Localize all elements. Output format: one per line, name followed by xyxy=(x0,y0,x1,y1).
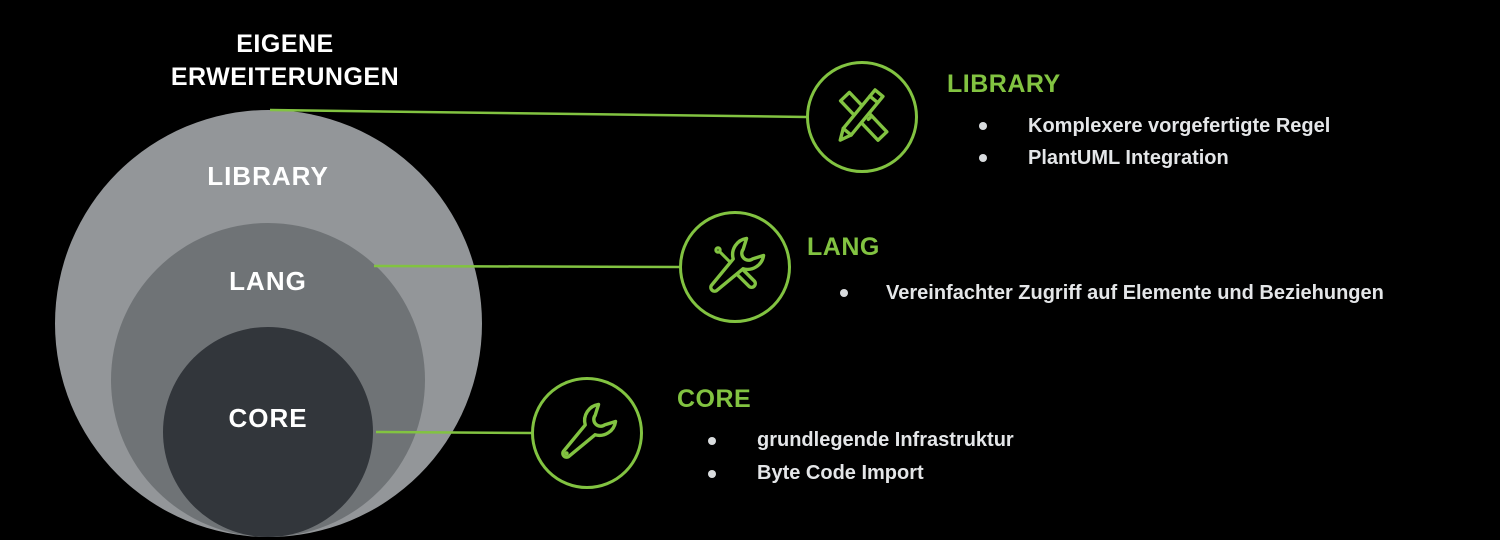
screwdriver-wrench-icon xyxy=(709,236,766,293)
bullet-dot xyxy=(708,436,716,445)
section-heading-lang: LANG xyxy=(807,233,880,261)
connector-line-library xyxy=(269,108,808,119)
core-bullet-list: grundlegende Infrastruktur Byte Code Imp… xyxy=(708,424,1014,490)
venn-label-library: LIBRARY xyxy=(207,161,329,191)
bullet-text: Vereinfachter Zugriff auf Elemente und B… xyxy=(886,281,1384,304)
bullet-dot xyxy=(708,469,716,478)
section-heading-core: CORE xyxy=(677,385,752,413)
core-icon-circle xyxy=(531,377,643,489)
list-item: Komplexere vorgefertigte Regel xyxy=(979,110,1330,142)
venn-label-lang: LANG xyxy=(229,266,307,296)
bullet-text: PlantUML Integration xyxy=(1028,146,1229,169)
bullet-dot xyxy=(979,154,987,162)
bullet-text: grundlegende Infrastruktur xyxy=(757,429,1014,451)
library-bullet-list: Komplexere vorgefertigte Regel PlantUML … xyxy=(979,110,1330,174)
diagram-title-line1: EIGENE xyxy=(236,30,334,58)
diagram-title-line2: ERWEITERUNGEN xyxy=(170,63,400,91)
pencil-ruler-icon xyxy=(838,88,889,142)
wrench-icon xyxy=(561,402,618,459)
diagram-title: EIGENE ERWEITERUNGEN xyxy=(150,28,420,94)
bullet-dot xyxy=(979,122,987,130)
bullet-text: Komplexere vorgefertigte Regel xyxy=(1028,114,1331,137)
venn-circle-core xyxy=(163,327,373,537)
lang-bullet-list: Vereinfachter Zugriff auf Elemente und B… xyxy=(840,277,1384,309)
list-item: grundlegende Infrastruktur xyxy=(708,424,1014,457)
list-item: PlantUML Integration xyxy=(979,142,1330,174)
bullet-dot xyxy=(840,289,848,297)
venn-label-core: CORE xyxy=(228,403,308,433)
lang-icon-circle xyxy=(679,211,791,323)
bullet-text: Byte Code Import xyxy=(757,462,924,484)
list-item: Vereinfachter Zugriff auf Elemente und B… xyxy=(840,277,1384,309)
library-icon-circle xyxy=(806,61,918,173)
list-item: Byte Code Import xyxy=(708,457,1014,490)
section-heading-library: LIBRARY xyxy=(947,70,1061,98)
